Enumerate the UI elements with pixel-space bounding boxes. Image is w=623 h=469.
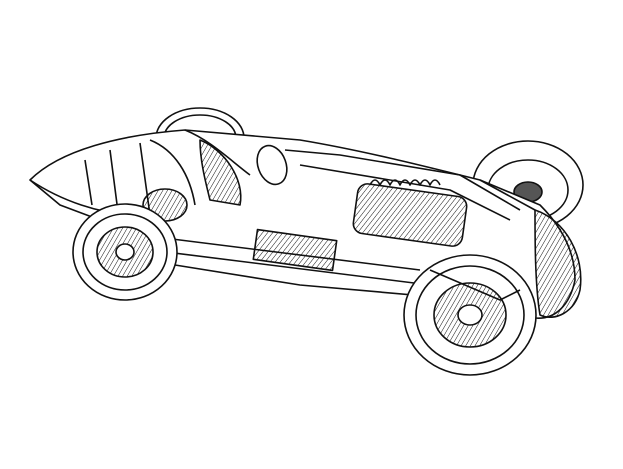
rear-near-wheel: [72, 203, 178, 301]
front-near-wheel: [403, 254, 537, 376]
